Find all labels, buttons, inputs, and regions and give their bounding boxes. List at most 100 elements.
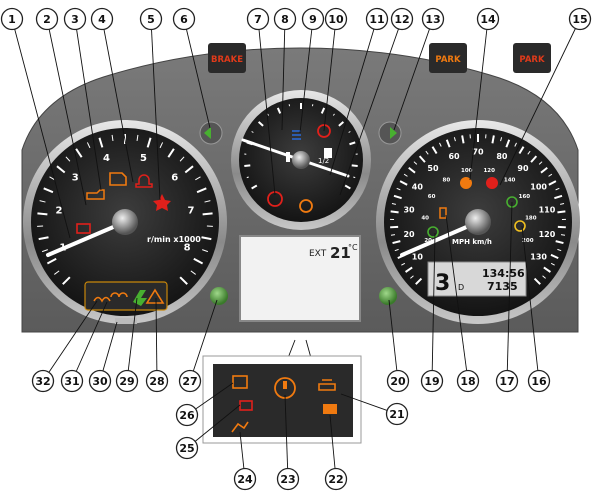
odometer-line2: 7135 [487,280,518,293]
center-hub [292,151,310,169]
center-gauge-tick [352,165,358,166]
speedometer-mph-number: 50 [427,164,439,173]
coolant-temp-icon [286,152,290,162]
callout-number-4: 4 [98,13,106,26]
callout-number-1: 1 [8,13,16,26]
callout-number-30: 30 [92,375,108,388]
left-small-indicator-icon [210,287,228,305]
ext-temp-unit: °C [348,243,358,252]
tachometer-number: 8 [184,242,191,253]
speedometer-tick [557,211,565,212]
park-label-left: PARK [435,55,461,65]
tachometer-hub [112,209,138,235]
speedometer-kmh-number: 80 [443,177,451,183]
speedometer-tick [391,211,399,212]
speedometer-tick [561,235,565,236]
callout-number-19: 19 [424,375,439,388]
callout-number-32: 32 [35,375,50,388]
brake-label: BRAKE [211,55,243,65]
callout-number-29: 29 [119,375,134,388]
speedometer-mph-number: 110 [539,206,556,215]
speedometer-kmh-number: 180 [525,216,537,222]
callout-number-27: 27 [182,375,197,388]
callout-number-10: 10 [328,13,344,26]
odometer-small: D [458,283,464,292]
callout-number-13: 13 [425,13,440,26]
inset-pointer [288,340,311,358]
speedometer-mph-number: 10 [412,253,424,262]
low-fuel-icon [323,404,337,414]
callout-number-5: 5 [147,13,155,26]
callout-number-23: 23 [280,473,295,486]
speedometer-mph-number: 20 [403,230,415,239]
tachometer-lower-warning-panel [85,282,167,310]
speedometer-kmh-number: 60 [428,194,436,200]
callout-number-25: 25 [179,442,194,455]
callout-number-8: 8 [281,13,289,26]
speedometer-mph-number: 30 [403,206,415,215]
speedometer-tick [462,135,463,143]
park-label-right: PARK [519,55,545,65]
tachometer-number: 4 [103,153,110,164]
callout-number-6: 6 [180,13,188,26]
callout-number-17: 17 [499,375,514,388]
callout-number-22: 22 [328,473,343,486]
callout-number-9: 9 [309,13,317,26]
callout-number-7: 7 [254,13,262,26]
callout-number-15: 15 [572,13,587,26]
speedometer-kmh-number: 140 [504,177,516,183]
tachometer-number: 3 [72,173,79,184]
speedometer-mph-number: 90 [517,164,529,173]
ext-temp-prefix: EXT [309,249,327,259]
fuel-half-label: 1/2 [318,157,329,165]
speedometer-kmh-number: 160 [519,194,531,200]
speedometer-mph-number: 100 [530,183,547,192]
center-gauge-tick [353,177,355,178]
callout-number-21: 21 [389,408,404,421]
tachometer-tick [203,213,213,214]
fuel-pump-icon [324,148,332,158]
park-brake-red-icon [486,177,498,189]
center-gauge-tick [247,177,249,178]
speedometer-mph-number: 120 [539,230,556,239]
callout-number-20: 20 [390,375,406,388]
tachometer-unit: r/min x1000 [147,235,201,244]
center-gauge-tick [244,165,250,166]
speedometer-mph-number: 40 [412,183,424,192]
speedometer-kmh-number: 40 [421,216,429,222]
tachometer-tick [37,213,47,214]
speedometer-mph-number: 70 [472,148,484,157]
tachometer-number: 7 [187,206,194,217]
speedometer-unit: MPH km/h [452,238,492,246]
callout-number-16: 16 [531,375,547,388]
speedometer-tick [391,235,395,236]
callout-number-28: 28 [149,375,164,388]
speedometer-kmh-number: 120 [483,168,495,174]
callout-number-2: 2 [43,13,51,26]
callout-number-14: 14 [480,13,496,26]
odometer-gear: 3 [435,271,450,296]
callout-number-11: 11 [369,13,384,26]
speedometer-mph-number: 130 [530,253,547,262]
inset-warning-panel [213,364,353,437]
odometer-line1: 134:56 [482,267,525,280]
tachometer-number: 5 [140,153,147,164]
speedometer-mph-number: 60 [448,152,460,161]
speedometer-mph-number: 80 [496,152,508,161]
fuel-temp-gauge: 1/2 [231,90,371,230]
callout-number-3: 3 [71,13,79,26]
callout-number-24: 24 [237,473,253,486]
callout-number-31: 31 [64,375,79,388]
callout-number-12: 12 [394,13,409,26]
callout-number-26: 26 [179,409,195,422]
callout-number-18: 18 [460,375,475,388]
tachometer-number: 6 [171,173,178,184]
speedometer-hub [465,209,491,235]
tpms-bar [283,381,287,389]
speedometer-tick [492,135,493,143]
right-small-indicator-icon [379,287,397,305]
